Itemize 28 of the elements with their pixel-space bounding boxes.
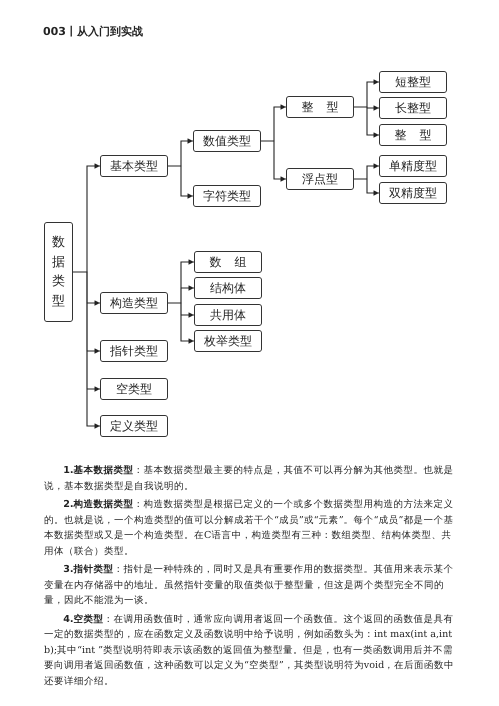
type-box: 结构体	[194, 277, 262, 299]
paragraph: 4.空类型：在调用函数值时，通常应向调用者返回一个函数值。这个返回的函数值是具有一定的数据类型的，应在函数定义及函数说明中给予说明，例如函数头为：int max(int a,int b);其中“int ”类型说明符即表示该函数的返回值为整型量。但是，也有一类函数调用后并不需要向调用者返回函数值，这种函数可以定义为“空类型”，其类型说明符为void，在后面函数中还要详细介绍。	[44, 612, 456, 688]
type-box: 浮点型	[286, 168, 354, 190]
arrow	[261, 140, 286, 182]
arrow	[354, 106, 379, 138]
type-box: 构造类型	[100, 292, 168, 314]
arrow	[354, 178, 379, 196]
type-box: 指针类型	[100, 340, 168, 362]
type-box: 字符类型	[193, 185, 261, 207]
type-box: 数值类型	[193, 130, 261, 152]
type-box: 空类型	[100, 378, 168, 400]
type-box: 长整型	[379, 97, 447, 119]
type-box: 整 型	[286, 96, 354, 118]
type-box: 短整型	[379, 71, 447, 93]
type-box: 整 型	[379, 124, 447, 146]
type-box: 数据类型	[44, 222, 73, 322]
page-header: 003丨从入门到实战	[43, 24, 143, 39]
type-box: 单精度型	[379, 155, 447, 177]
type-box: 基本类型	[100, 155, 168, 177]
paragraph: 1.基本数据类型：基本数据类型最主要的特点是，其值不可以再分解为其他类型。也就是说，基本数据类型是自我说明的。	[44, 464, 455, 494]
type-box: 数 组	[194, 251, 262, 273]
arrow	[73, 271, 100, 429]
type-box: 共用体	[194, 304, 262, 326]
type-box: 枚举类型	[194, 330, 262, 352]
paragraph: 2.构造数据类型：构造数据类型是根据已定义的一个或多个数据类型用构造的方法来定义的。也就是说，一个构造类型的值可以分解成若干个“成员”或“元素”。每个“成员”都是一个基本数据类型或又是一个构造类型。在C语言中，构造类型有三种：数组类型、结构体类型、共用体（联合）类型。	[44, 498, 455, 558]
paragraph: 3.指针类型：指针是一种特殊的，同时又是具有重要作用的数据类型。其值用来表示某个变量在内存储器中的地址。虽然指针变量的取值类似于整型量，但这是两个类型完全不同的量，因此不能混为一谈。	[44, 563, 455, 608]
type-box: 定义类型	[100, 415, 168, 437]
type-box: 双精度型	[379, 182, 447, 204]
